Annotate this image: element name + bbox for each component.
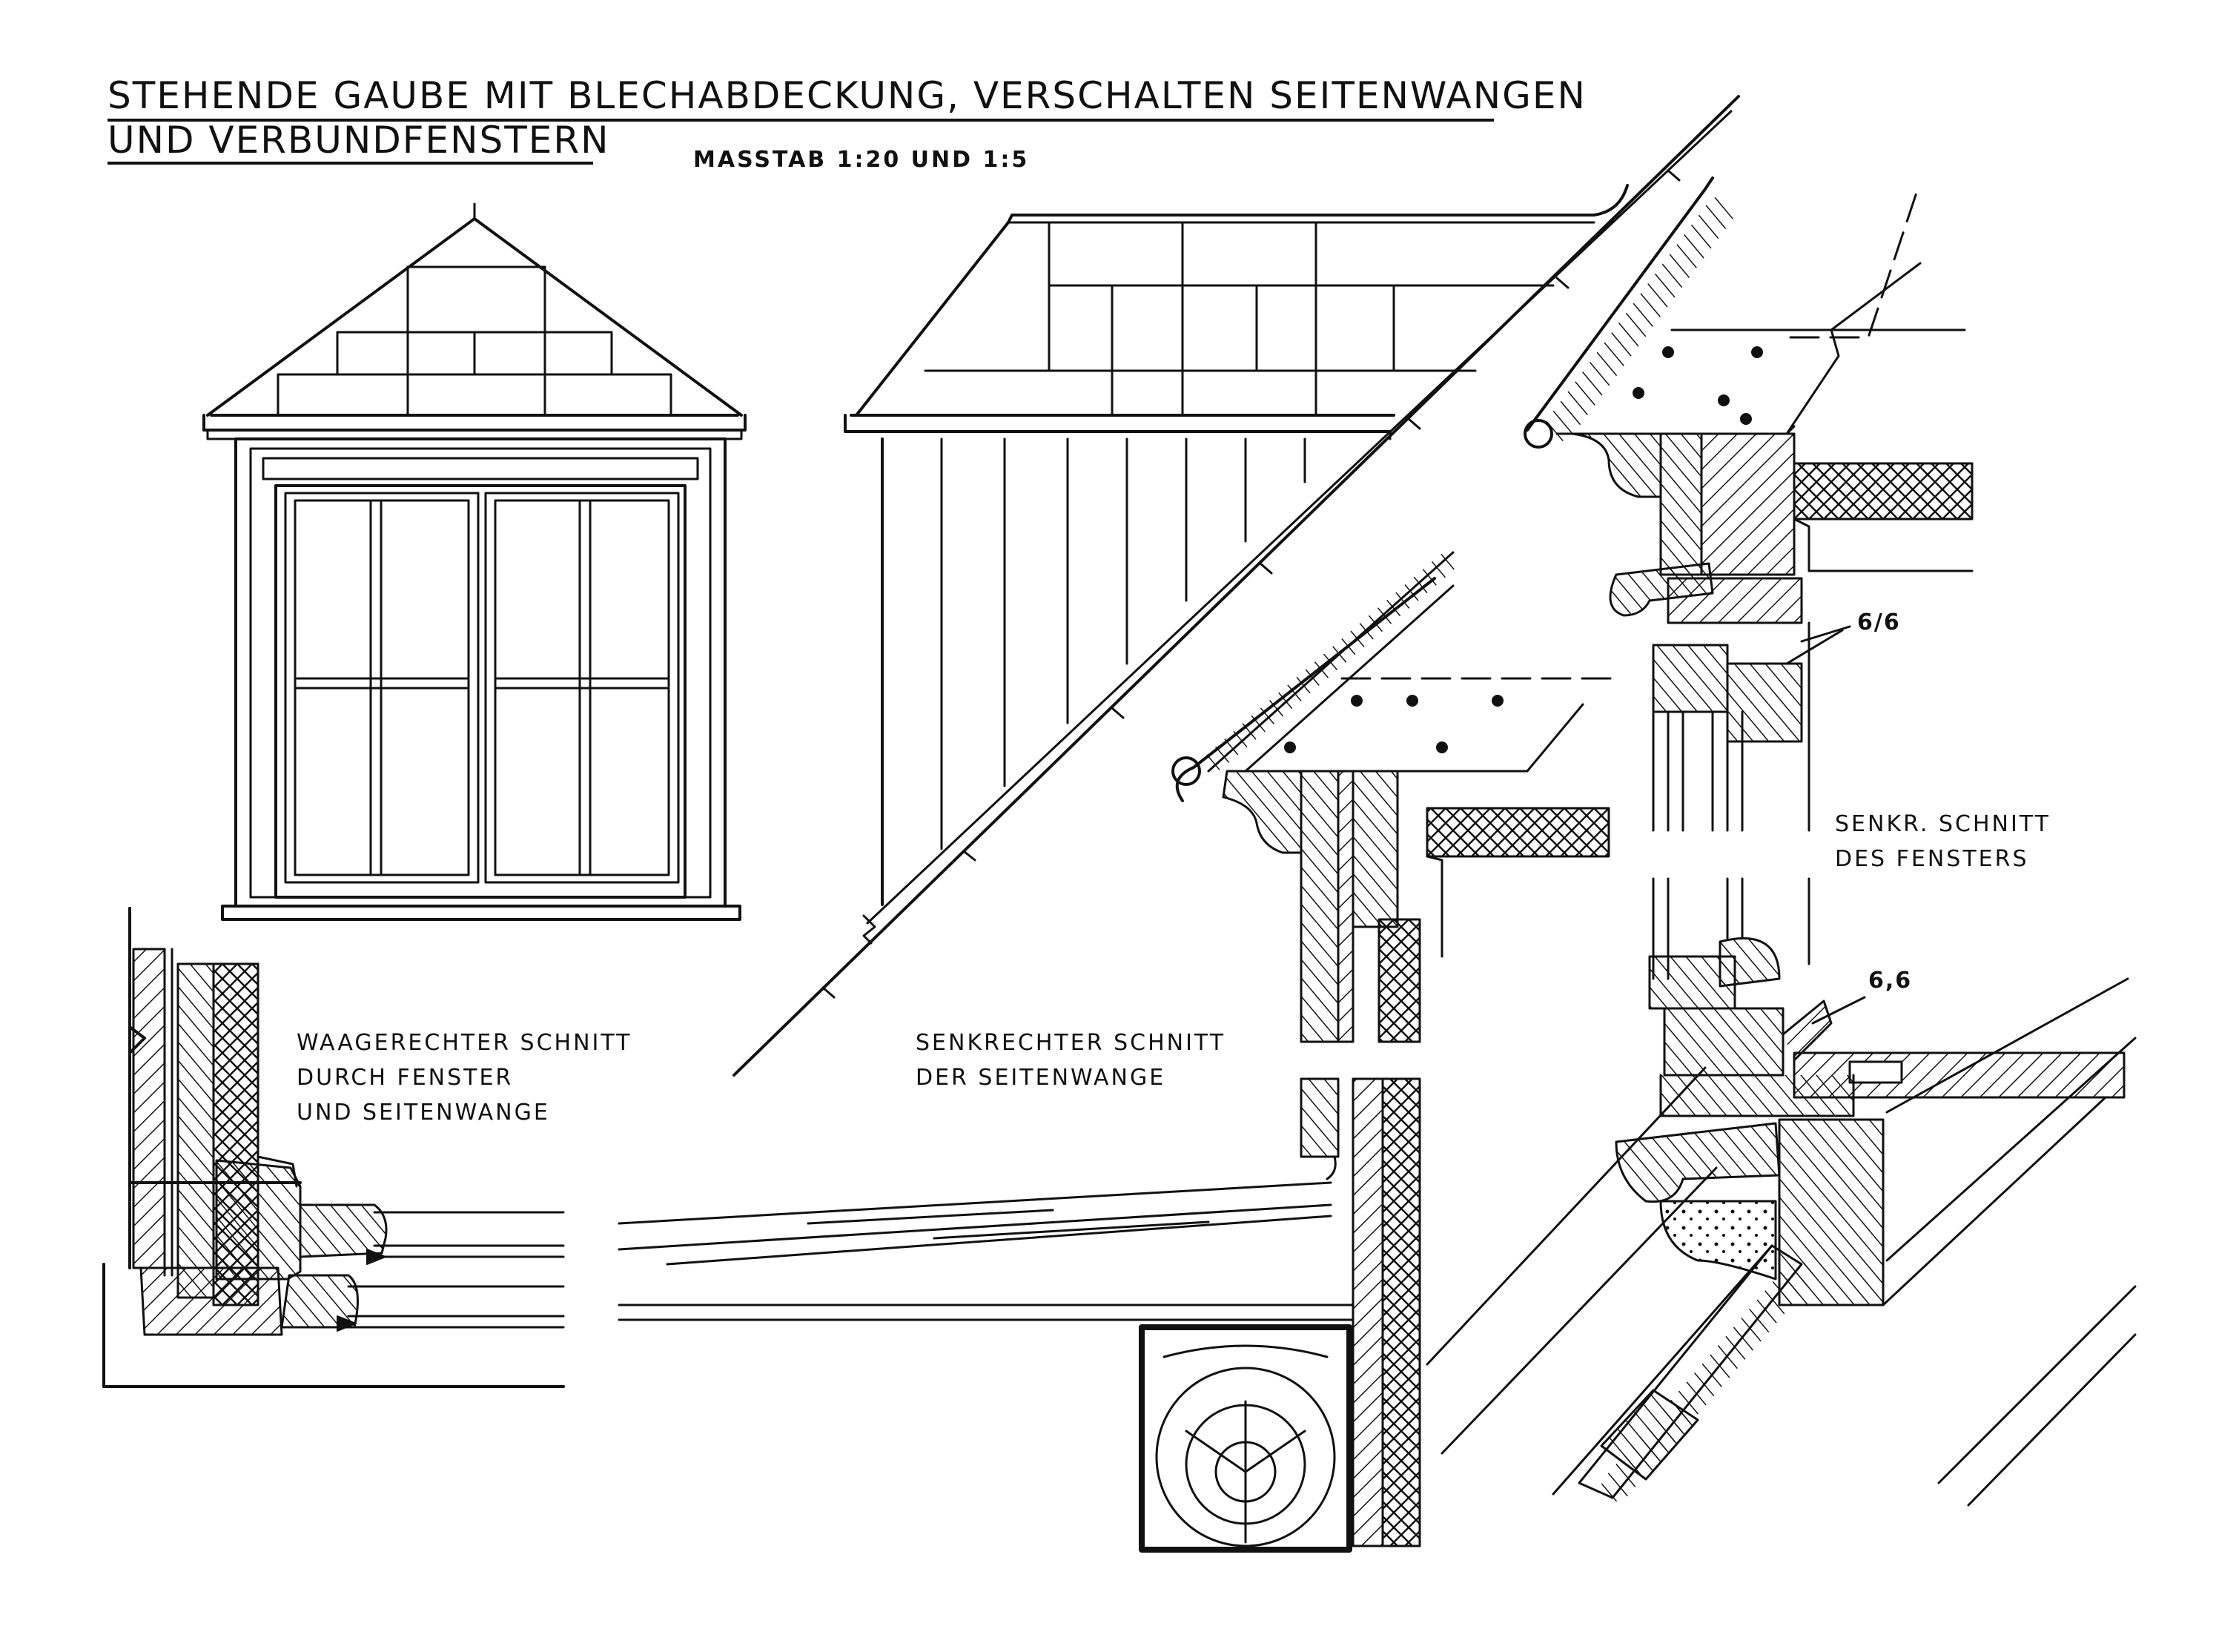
caption-window-section-line-2: DES FENSTERS: [1835, 846, 2029, 872]
vertical-section-window: [1524, 176, 2137, 1507]
horizontal-section-window-sidewall: [102, 907, 565, 1388]
scale-note: MASSTAB 1:20 UND 1:5: [693, 147, 1030, 173]
vertical-section-side-wall: [618, 551, 1718, 1553]
caption-horizontal-section-line-3: UND SEITENWANGE: [297, 1100, 550, 1126]
side-elevation-dormer: [732, 95, 1740, 1077]
caption-horizontal-section-line-1: WAAGERECHTER SCHNITT: [297, 1030, 632, 1056]
caption-horizontal-section-line-2: DURCH FENSTER: [297, 1065, 514, 1091]
caption-side-wall-section-line-1: SENKRECHTER SCHNITT: [916, 1030, 1226, 1056]
drawing-title-line-2: UND VERBUNDFENSTERN: [108, 119, 610, 162]
caption-side-wall-section-line-2: DER SEITENWANGE: [916, 1065, 1166, 1091]
caption-window-section-line-1: SENKR. SCHNITT: [1835, 811, 2051, 837]
drawing-title-line-1: STEHENDE GAUBE MIT BLECHABDECKUNG, VERSC…: [108, 74, 1587, 117]
dimension-label-lower: 6,6: [1868, 968, 1913, 994]
title-underline-1: [108, 119, 1494, 122]
title-underline-2: [108, 162, 593, 165]
dimension-label-upper: 6/6: [1857, 609, 1901, 635]
front-elevation-dormer: [202, 202, 747, 921]
